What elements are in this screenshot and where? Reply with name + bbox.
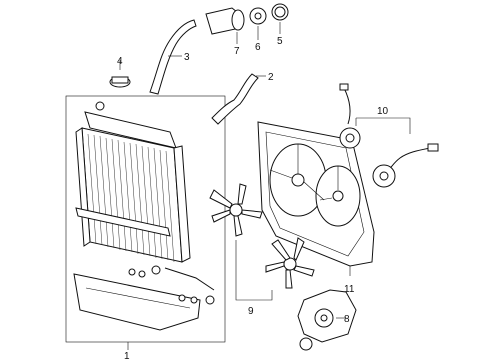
drain-cock-parts bbox=[128, 265, 215, 305]
callout-9-leader bbox=[235, 240, 273, 301]
lower-radiator-hose: 2 bbox=[211, 72, 274, 125]
callout-10-group: 10 bbox=[355, 106, 411, 134]
fan-motor-upper bbox=[339, 83, 361, 149]
callout-2: 2 bbox=[268, 72, 274, 83]
radiator-lower-tank bbox=[73, 273, 201, 331]
thermostat: 6 bbox=[249, 7, 267, 53]
callout-3: 3 bbox=[184, 52, 190, 63]
fan-blade-right bbox=[265, 237, 315, 289]
radiator-bottom-seal bbox=[75, 207, 171, 237]
water-inlet-housing: 7 bbox=[205, 7, 245, 57]
fan-blade-left bbox=[209, 183, 263, 237]
callout-9: 9 bbox=[248, 306, 254, 317]
callout-11: 11 bbox=[344, 284, 355, 295]
callout-4: 4 bbox=[117, 56, 123, 67]
fan-motor-upper-wire bbox=[343, 87, 351, 125]
callout-5: 5 bbox=[277, 36, 283, 47]
fan-shroud: 11 bbox=[257, 121, 375, 295]
radiator-core-fins bbox=[87, 133, 175, 263]
upper-radiator-hose: 3 bbox=[149, 19, 197, 95]
callout-6: 6 bbox=[255, 42, 261, 53]
fan-motor-lower bbox=[372, 143, 439, 188]
radiator-lower-tank-rib bbox=[85, 287, 191, 309]
radiator-cap: 4 bbox=[109, 56, 131, 88]
callout-9-group: 9 bbox=[235, 240, 273, 317]
radiator-assembly: 1 bbox=[65, 95, 226, 360]
callout-10: 10 bbox=[377, 106, 389, 117]
thermostat-gasket: 5 bbox=[271, 3, 289, 47]
radiator-group-box bbox=[65, 95, 226, 343]
callout-8: 8 bbox=[344, 314, 350, 325]
oil-cooler-pipe bbox=[164, 267, 215, 291]
radiator-core bbox=[81, 127, 183, 263]
callout-7: 7 bbox=[234, 46, 240, 57]
radiator-right-seal bbox=[173, 145, 191, 263]
water-pump: 8 bbox=[297, 289, 357, 351]
callout-10-leader bbox=[355, 117, 411, 134]
radiator-cap-neck bbox=[95, 101, 105, 111]
callout-1: 1 bbox=[124, 351, 130, 360]
